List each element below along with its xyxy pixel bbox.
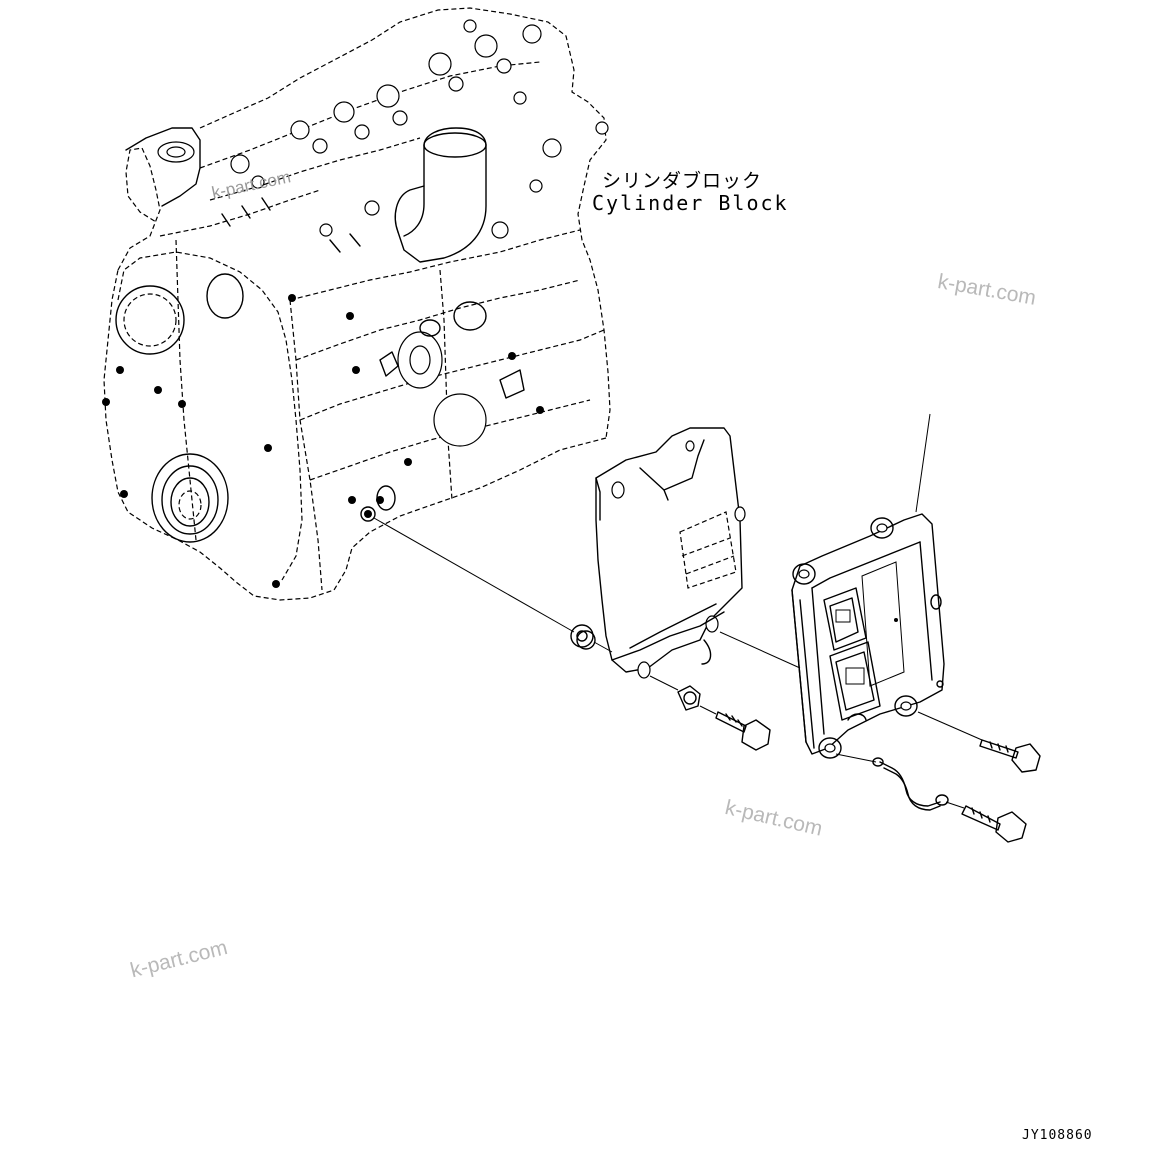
cylinder-block-label-en: Cylinder Block <box>592 191 789 215</box>
mounting-bracket-drawing <box>595 427 746 679</box>
hardware-drawing <box>570 624 1041 843</box>
assembly-lines <box>373 517 983 809</box>
engine-controller-drawing <box>791 413 945 759</box>
cylinder-block-label-jp: シリンダブロック <box>602 170 763 192</box>
figure-id: JY108860 <box>1022 1128 1093 1143</box>
cylinder-block-drawing <box>102 7 611 601</box>
